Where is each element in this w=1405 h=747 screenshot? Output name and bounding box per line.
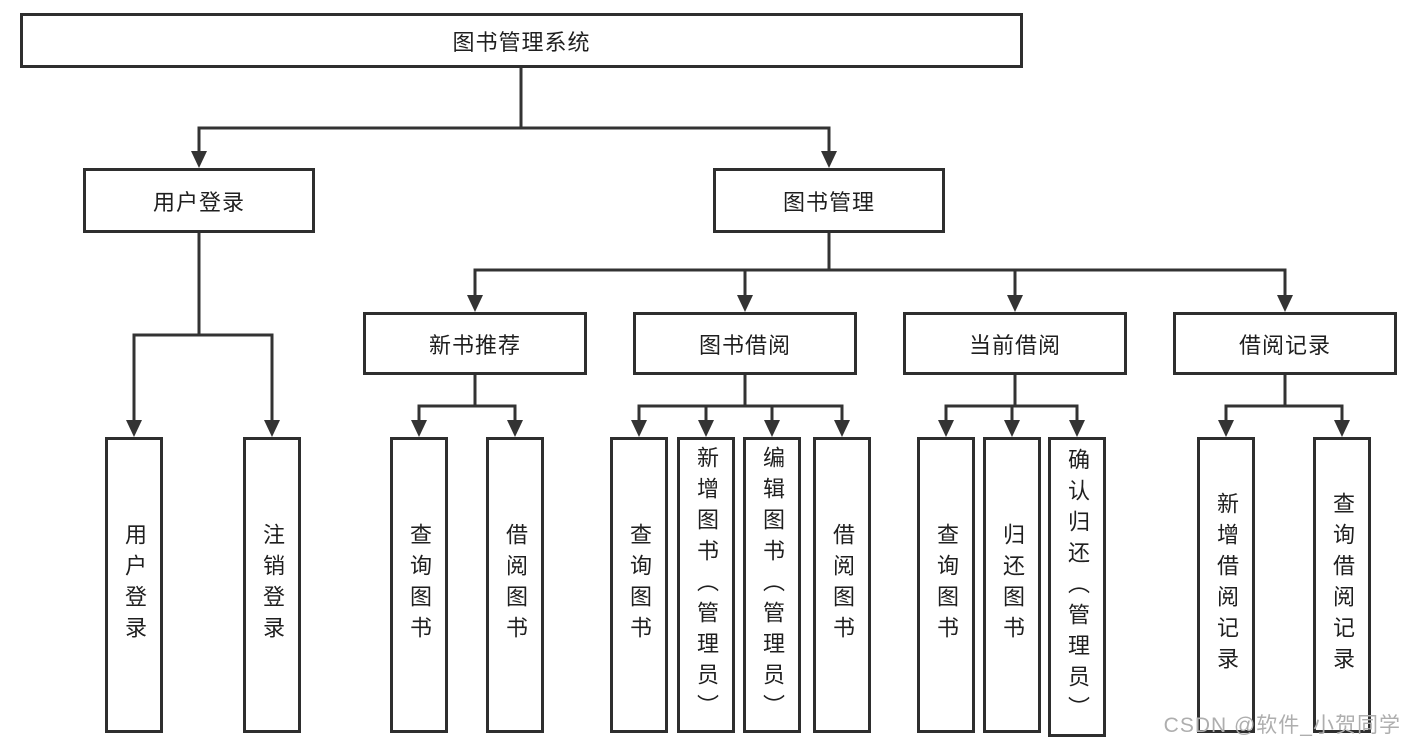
root-node: 图书管理系统 xyxy=(20,13,1023,68)
arrow-head xyxy=(938,420,954,437)
arrow-head xyxy=(1007,295,1023,312)
section-book-borrowing-label: 图书借阅 xyxy=(698,332,791,358)
leaf-nb-query-books-label: 查询图书 xyxy=(407,523,432,647)
leaf-br-add-borrow-record-label: 新增借阅记录 xyxy=(1214,492,1239,678)
leaf-bb-query-books: 查询图书 xyxy=(610,437,668,733)
arrow-head xyxy=(411,420,427,437)
arrow-head xyxy=(1334,420,1350,437)
leaf-nb-borrow-books-label: 借阅图书 xyxy=(503,523,528,647)
leaf-bb-add-book-admin-label: 新增图书（管理员） xyxy=(694,445,719,725)
leaf-user-login-label: 用户登录 xyxy=(122,523,147,647)
leaf-cb-query-books-label: 查询图书 xyxy=(934,523,959,647)
leaf-bb-query-books-label: 查询图书 xyxy=(627,523,652,647)
leaf-cb-confirm-return-admin-label: 确认归还（管理员） xyxy=(1065,447,1090,727)
arrow-head xyxy=(1069,420,1085,437)
arrow-head xyxy=(191,151,207,168)
leaf-cb-query-books: 查询图书 xyxy=(917,437,975,733)
leaf-br-query-borrow-record-label: 查询借阅记录 xyxy=(1330,492,1355,678)
arrow-head xyxy=(821,151,837,168)
leaf-cb-return-books-label: 归还图书 xyxy=(1000,523,1025,647)
section-book-borrowing: 图书借阅 xyxy=(633,312,857,375)
leaf-bb-edit-book-admin: 编辑图书（管理员） xyxy=(743,437,801,733)
leaf-nb-query-books: 查询图书 xyxy=(390,437,448,733)
leaf-br-query-borrow-record: 查询借阅记录 xyxy=(1313,437,1371,733)
leaf-bb-edit-book-admin-label: 编辑图书（管理员） xyxy=(760,445,785,725)
leaf-bb-borrow-books-label: 借阅图书 xyxy=(830,523,855,647)
branch-book-management-label: 图书管理 xyxy=(782,189,875,215)
leaf-cb-confirm-return-admin: 确认归还（管理员） xyxy=(1048,437,1106,737)
arrow-head xyxy=(737,295,753,312)
branch-book-management: 图书管理 xyxy=(713,168,945,233)
arrow-head xyxy=(264,420,280,437)
arrow-head xyxy=(126,420,142,437)
leaf-bb-borrow-books: 借阅图书 xyxy=(813,437,871,733)
branch-user-login-label: 用户登录 xyxy=(152,189,245,215)
arrow-head xyxy=(1277,295,1293,312)
section-current-borrowing-label: 当前借阅 xyxy=(968,332,1061,358)
section-current-borrowing: 当前借阅 xyxy=(903,312,1127,375)
root-node-label: 图书管理系统 xyxy=(452,29,591,55)
leaf-br-add-borrow-record: 新增借阅记录 xyxy=(1197,437,1255,733)
leaf-logout-label: 注销登录 xyxy=(260,523,285,647)
arrow-head xyxy=(834,420,850,437)
section-new-book-recommendation-label: 新书推荐 xyxy=(428,332,521,358)
section-new-book-recommendation: 新书推荐 xyxy=(363,312,587,375)
arrow-head xyxy=(467,295,483,312)
arrow-head xyxy=(507,420,523,437)
csdn-watermark: CSDN @软件_小贺同学 xyxy=(1163,714,1401,737)
branch-user-login: 用户登录 xyxy=(83,168,315,233)
section-borrowing-records: 借阅记录 xyxy=(1173,312,1397,375)
section-borrowing-records-label: 借阅记录 xyxy=(1238,332,1331,358)
leaf-logout: 注销登录 xyxy=(243,437,301,733)
arrow-head xyxy=(698,420,714,437)
leaf-user-login: 用户登录 xyxy=(105,437,163,733)
arrow-head xyxy=(1004,420,1020,437)
arrow-head xyxy=(1218,420,1234,437)
leaf-cb-return-books: 归还图书 xyxy=(983,437,1041,733)
arrow-head xyxy=(631,420,647,437)
arrow-head xyxy=(764,420,780,437)
leaf-bb-add-book-admin: 新增图书（管理员） xyxy=(677,437,735,733)
leaf-nb-borrow-books: 借阅图书 xyxy=(486,437,544,733)
